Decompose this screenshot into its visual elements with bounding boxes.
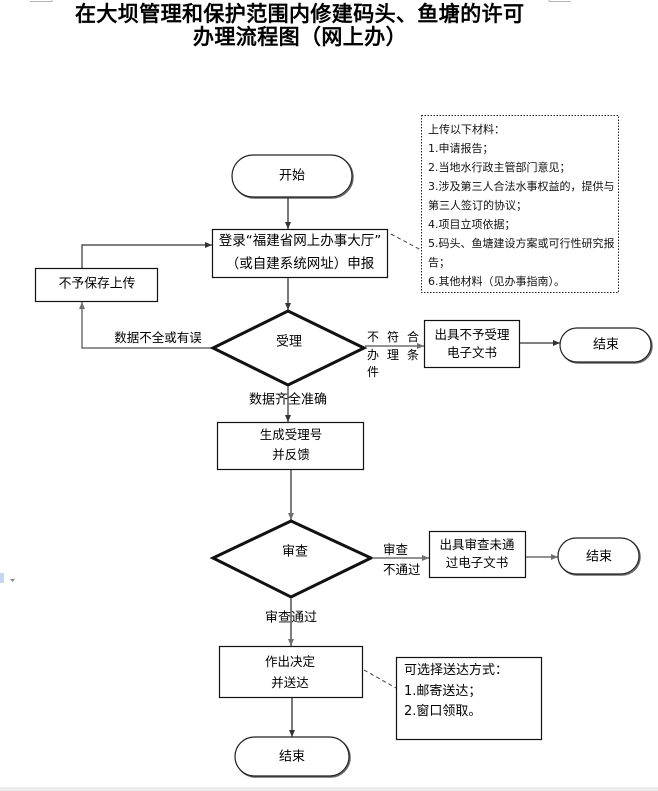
materials-note-item: 4.项目立项依据； bbox=[428, 218, 516, 231]
materials-note: 上传以下材料： 1.申请报告； 2.当地水行政主管部门意见； 3.涉及第三人合法… bbox=[428, 120, 618, 291]
not-saved-label: 不予保存上传 bbox=[58, 276, 136, 292]
acceptance-number-line-2: 并反馈 bbox=[272, 447, 310, 462]
materials-note-item: 2.当地水行政主管部门意见； bbox=[428, 161, 571, 174]
materials-note-item: 1.申请报告； bbox=[428, 142, 494, 155]
acceptance-number-line-1: 生成受理号 bbox=[259, 427, 323, 442]
edge-label-review-failed: 审查 不通过 bbox=[383, 540, 421, 580]
end-terminator-final bbox=[234, 736, 350, 777]
rejection-document-label: 出具不予受理 电子文书 bbox=[434, 326, 509, 362]
acceptance-number-box bbox=[216, 421, 365, 471]
end-rejection-label: 结束 bbox=[592, 337, 620, 353]
decision-label: 作出决定 并送达 bbox=[265, 651, 315, 693]
edge-label-data-complete: 数据齐全准确 bbox=[248, 392, 328, 408]
acceptance-decision-diamond bbox=[209, 309, 368, 387]
rejection-document-line-2: 电子文书 bbox=[446, 345, 498, 360]
materials-note-box bbox=[421, 115, 619, 293]
delivery-note-item: 2.窗口领取。 bbox=[404, 704, 482, 719]
materials-note-item: 3.涉及第三人合法水事权益的，提供与第三人签订的协议； bbox=[428, 180, 615, 212]
review-decision-diamond bbox=[209, 519, 375, 599]
delivery-note-heading: 可选择送达方式： bbox=[404, 663, 509, 678]
review-failed-document-line-2: 过电子文书 bbox=[445, 555, 509, 570]
edge-label-not-qualified: 不符合办理条件 bbox=[367, 330, 428, 379]
materials-note-item: 6.其他材料（见办事指南）。 bbox=[428, 275, 565, 288]
end-final-label: 结束 bbox=[278, 749, 306, 765]
dashed-connector-delivery bbox=[363, 669, 397, 689]
edge-label-review-passed: 审查通过 bbox=[264, 610, 318, 626]
login-step-label: 登录“福建省网上办事大厅” （或自建系统网址）申报 bbox=[219, 230, 382, 276]
document-title-line-1: 在大坝管理和保护范围内修建码头、鱼塘的许可 bbox=[75, 1, 525, 26]
end-terminator-review-failed bbox=[557, 537, 640, 575]
start-label: 开始 bbox=[278, 168, 306, 184]
materials-note-heading: 上传以下材料： bbox=[428, 123, 505, 136]
login-step-box bbox=[211, 228, 389, 279]
review-label: 审查 bbox=[281, 544, 309, 560]
dashed-connector-materials bbox=[390, 233, 422, 251]
decision-box bbox=[218, 645, 364, 699]
login-step-line-2: （或自建系统网址）申报 bbox=[225, 256, 375, 272]
page-corner-mark-left bbox=[30, 0, 53, 2]
login-step-line-1: 登录“福建省网上办事大厅” bbox=[218, 233, 382, 249]
dropdown-triangle-icon[interactable] bbox=[10, 579, 15, 582]
end-review-failed-label: 结束 bbox=[585, 549, 613, 565]
start-terminator-outline bbox=[231, 154, 353, 198]
review-failed-document-label: 出具审查未通 过电子文书 bbox=[439, 536, 514, 572]
materials-note-item: 5.码头、鱼塘建设方案或可行性研究报告； bbox=[428, 237, 615, 269]
delivery-note-box bbox=[395, 656, 543, 741]
arrow-acceptance-to-not-saved bbox=[79, 302, 212, 349]
acceptance-number-label: 生成受理号 并反馈 bbox=[260, 425, 323, 465]
rejection-document-box bbox=[423, 319, 521, 369]
page-bottom-bar bbox=[0, 787, 658, 791]
review-failed-document-box bbox=[428, 530, 527, 579]
page-corner-mark-right bbox=[548, 0, 571, 2]
edge-label-review-failed-line-1: 审查 bbox=[383, 542, 409, 557]
review-failed-document-line-1: 出具审查未通 bbox=[439, 537, 515, 552]
acceptance-label: 受理 bbox=[275, 334, 303, 350]
not-saved-box bbox=[34, 267, 159, 303]
decision-line-1: 作出决定 bbox=[264, 654, 316, 669]
delivery-note: 可选择送达方式： 1.邮寄送达； 2.窗口领取。 bbox=[404, 661, 540, 723]
arrow-not-saved-to-login bbox=[81, 242, 212, 268]
rejection-document-line-1: 出具不予受理 bbox=[434, 327, 510, 342]
delivery-note-item: 1.邮寄送达； bbox=[404, 683, 482, 699]
document-title-line-2: 办理流程图（网上办） bbox=[193, 24, 407, 49]
decision-line-2: 并送达 bbox=[271, 675, 309, 690]
edge-label-review-failed-line-2: 不通过 bbox=[383, 562, 421, 577]
layout-options-icon[interactable] bbox=[0, 573, 4, 583]
edge-label-data-incomplete: 数据不全或有误 bbox=[114, 329, 202, 345]
end-terminator-rejection bbox=[559, 327, 652, 363]
